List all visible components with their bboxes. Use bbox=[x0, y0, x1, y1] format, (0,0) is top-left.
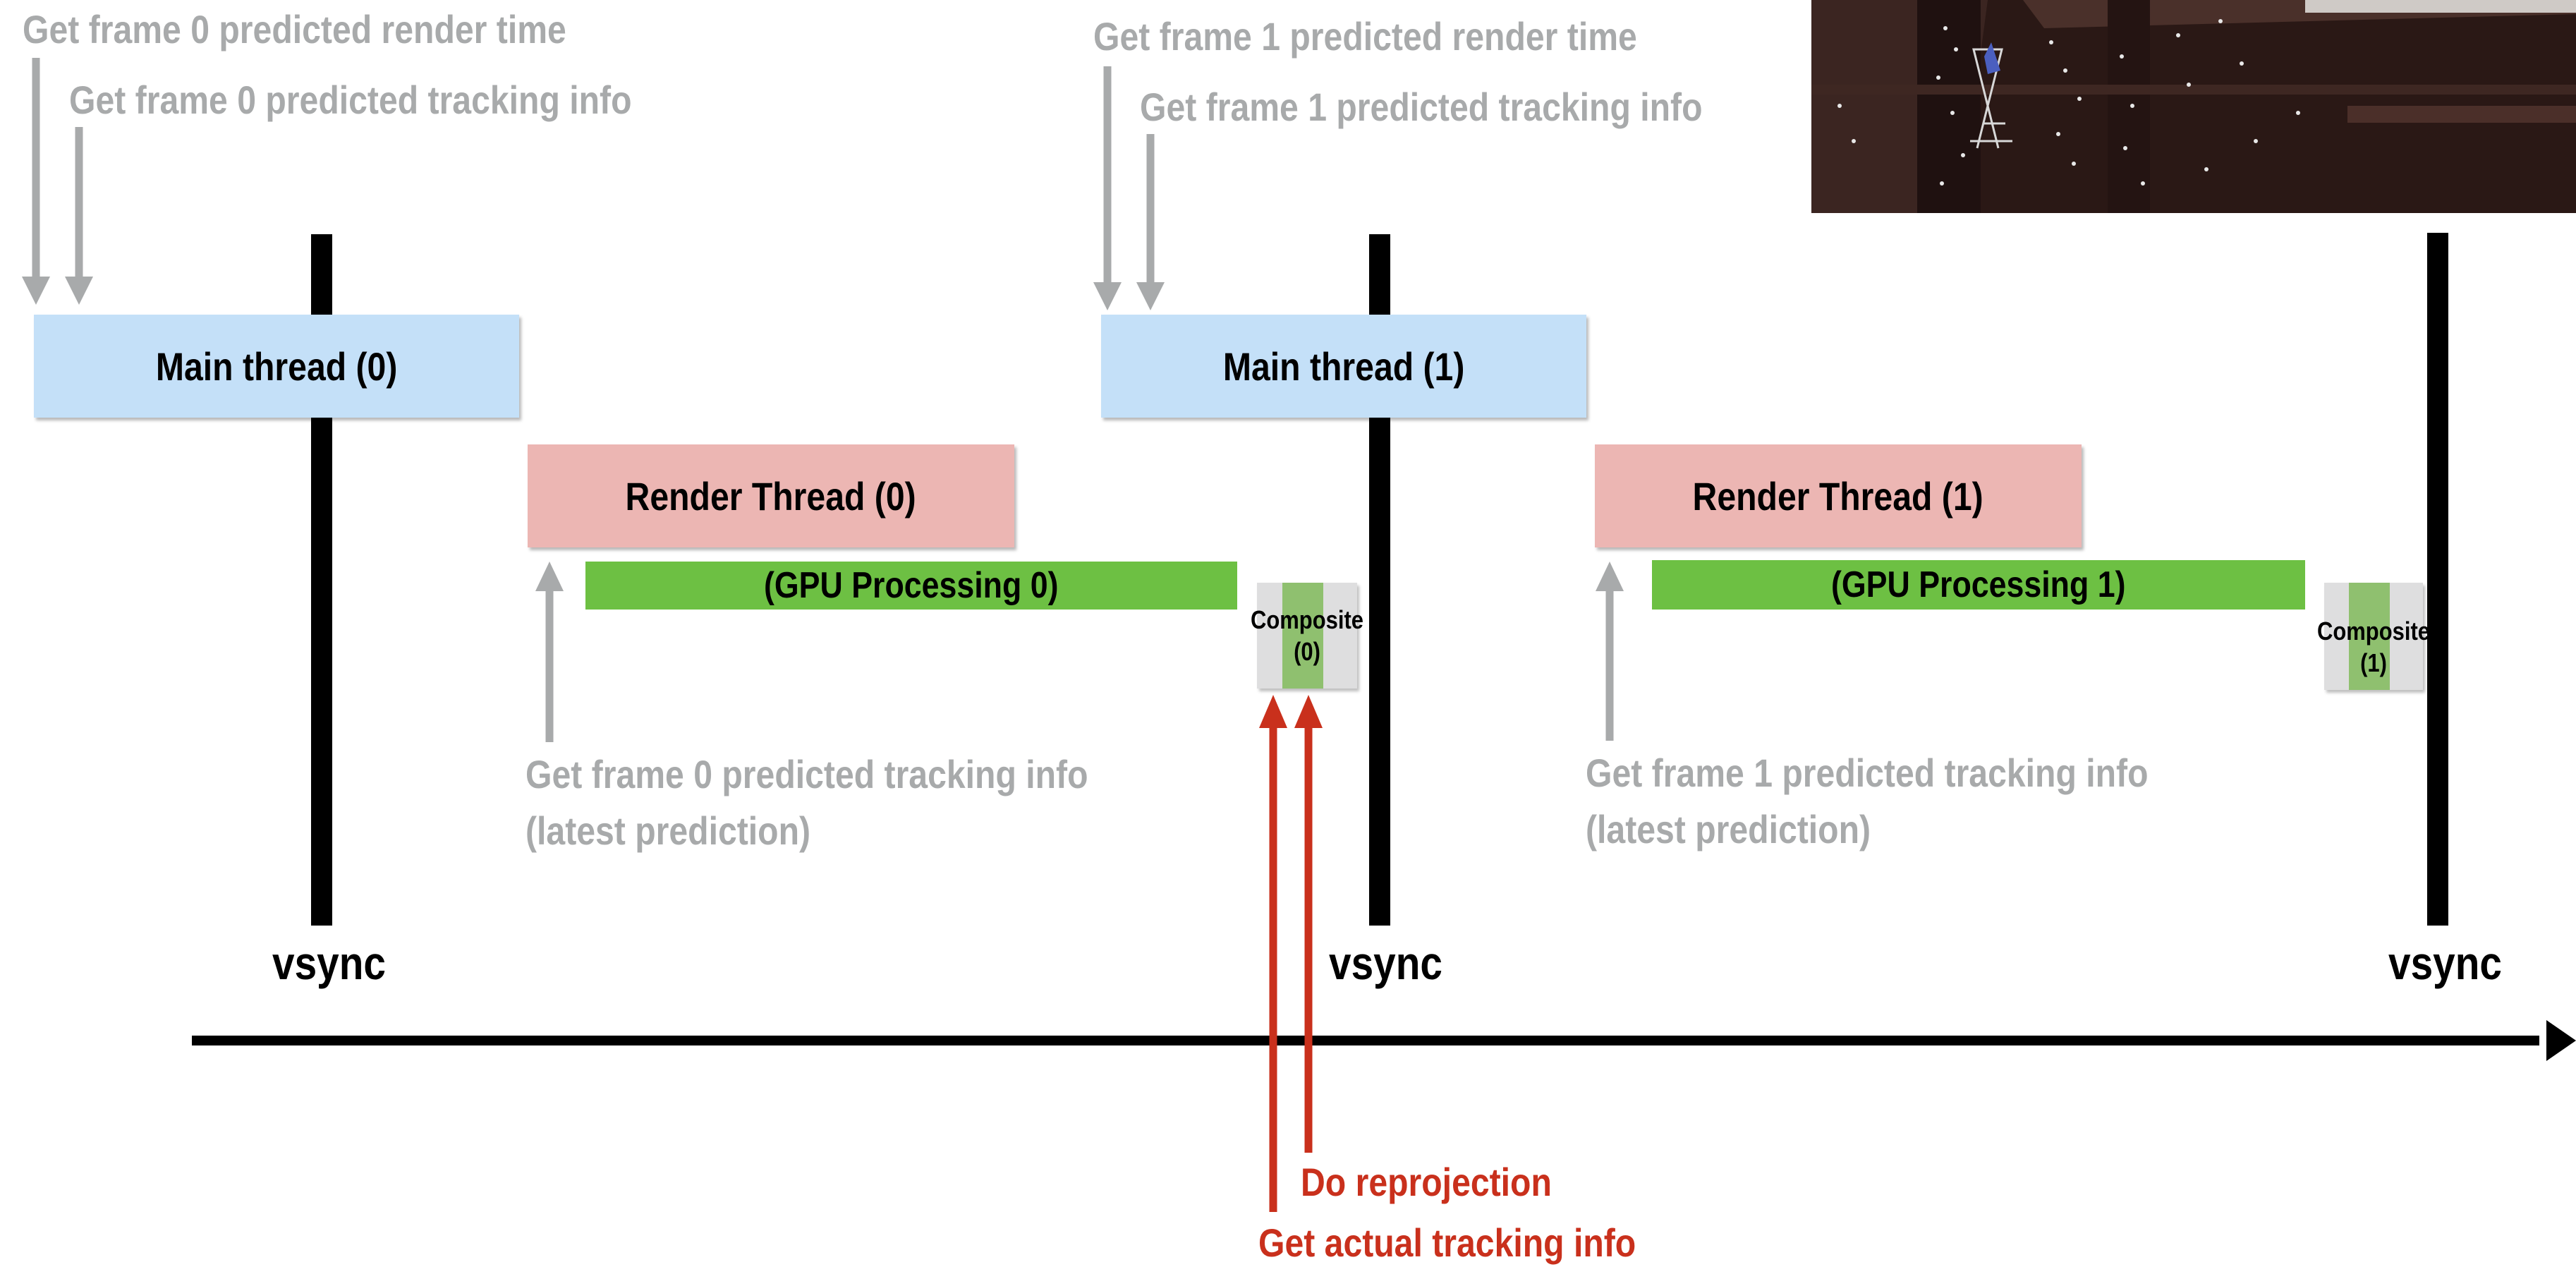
vsync-label-1: vsync bbox=[1329, 937, 1442, 989]
frame0-render-time-label: Get frame 0 predicted render time bbox=[23, 7, 566, 51]
render-thread-0-block: Render Thread (0) bbox=[528, 444, 1014, 547]
composite-1-index: (1) bbox=[2360, 648, 2387, 678]
frame1-render-time-label: Get frame 1 predicted render time bbox=[1093, 14, 1637, 59]
gpu-processing-1-block: (GPU Processing 1) bbox=[1652, 560, 2305, 610]
vr-scene-photo bbox=[1811, 0, 2576, 213]
composite-1-block: Composite (1) bbox=[2317, 583, 2430, 690]
vsync-label-0: vsync bbox=[272, 937, 386, 989]
gpu-processing-0-label: (GPU Processing 0) bbox=[764, 565, 1059, 606]
vsync-bar-2 bbox=[2427, 233, 2448, 926]
render-thread-1-label: Render Thread (1) bbox=[1692, 473, 1984, 519]
main-thread-0-label: Main thread (0) bbox=[155, 344, 398, 389]
gpu-processing-1-label: (GPU Processing 1) bbox=[1831, 564, 2126, 605]
get-actual-tracking-label: Get actual tracking info bbox=[1258, 1220, 1636, 1265]
frame1-latest-prediction-line1: Get frame 1 predicted tracking info bbox=[1586, 751, 2149, 795]
frame1-latest-prediction-line2: (latest prediction) bbox=[1586, 807, 1871, 851]
arrowhead-do-reprojection bbox=[1294, 695, 1323, 728]
render-thread-0-label: Render Thread (0) bbox=[625, 473, 917, 519]
arrowhead-frame0-render-time bbox=[22, 277, 50, 305]
do-reprojection-label: Do reprojection bbox=[1301, 1160, 1552, 1204]
arrowhead-frame0-latest bbox=[535, 562, 564, 591]
composite-0-label: Composite bbox=[1251, 605, 1363, 634]
frame0-tracking-info-label: Get frame 0 predicted tracking info bbox=[69, 78, 632, 122]
composite-1-label: Composite bbox=[2317, 617, 2430, 646]
main-thread-0-block: Main thread (0) bbox=[34, 315, 519, 418]
frame0-latest-prediction-line2: (latest prediction) bbox=[525, 808, 811, 853]
frame1-tracking-info-label: Get frame 1 predicted tracking info bbox=[1140, 85, 1703, 129]
arrowhead-frame0-tracking bbox=[65, 277, 93, 305]
main-thread-1-block: Main thread (1) bbox=[1101, 315, 1586, 418]
main-thread-1-label: Main thread (1) bbox=[1222, 344, 1465, 389]
gpu-processing-0-block: (GPU Processing 0) bbox=[585, 562, 1237, 610]
render-thread-1-block: Render Thread (1) bbox=[1595, 444, 2082, 547]
frame0-latest-prediction-line1: Get frame 0 predicted tracking info bbox=[525, 752, 1088, 796]
arrowhead-frame1-tracking bbox=[1136, 282, 1165, 310]
arrowhead-frame1-latest bbox=[1596, 562, 1624, 591]
timeline-arrowhead bbox=[2546, 1020, 2576, 1061]
vsync-label-2: vsync bbox=[2388, 937, 2502, 989]
arrowhead-get-actual-tracking bbox=[1259, 695, 1287, 728]
arrowhead-frame1-render-time bbox=[1093, 282, 1122, 310]
composite-0-block: Composite (0) bbox=[1251, 583, 1363, 689]
composite-0-index: (0) bbox=[1294, 637, 1320, 666]
